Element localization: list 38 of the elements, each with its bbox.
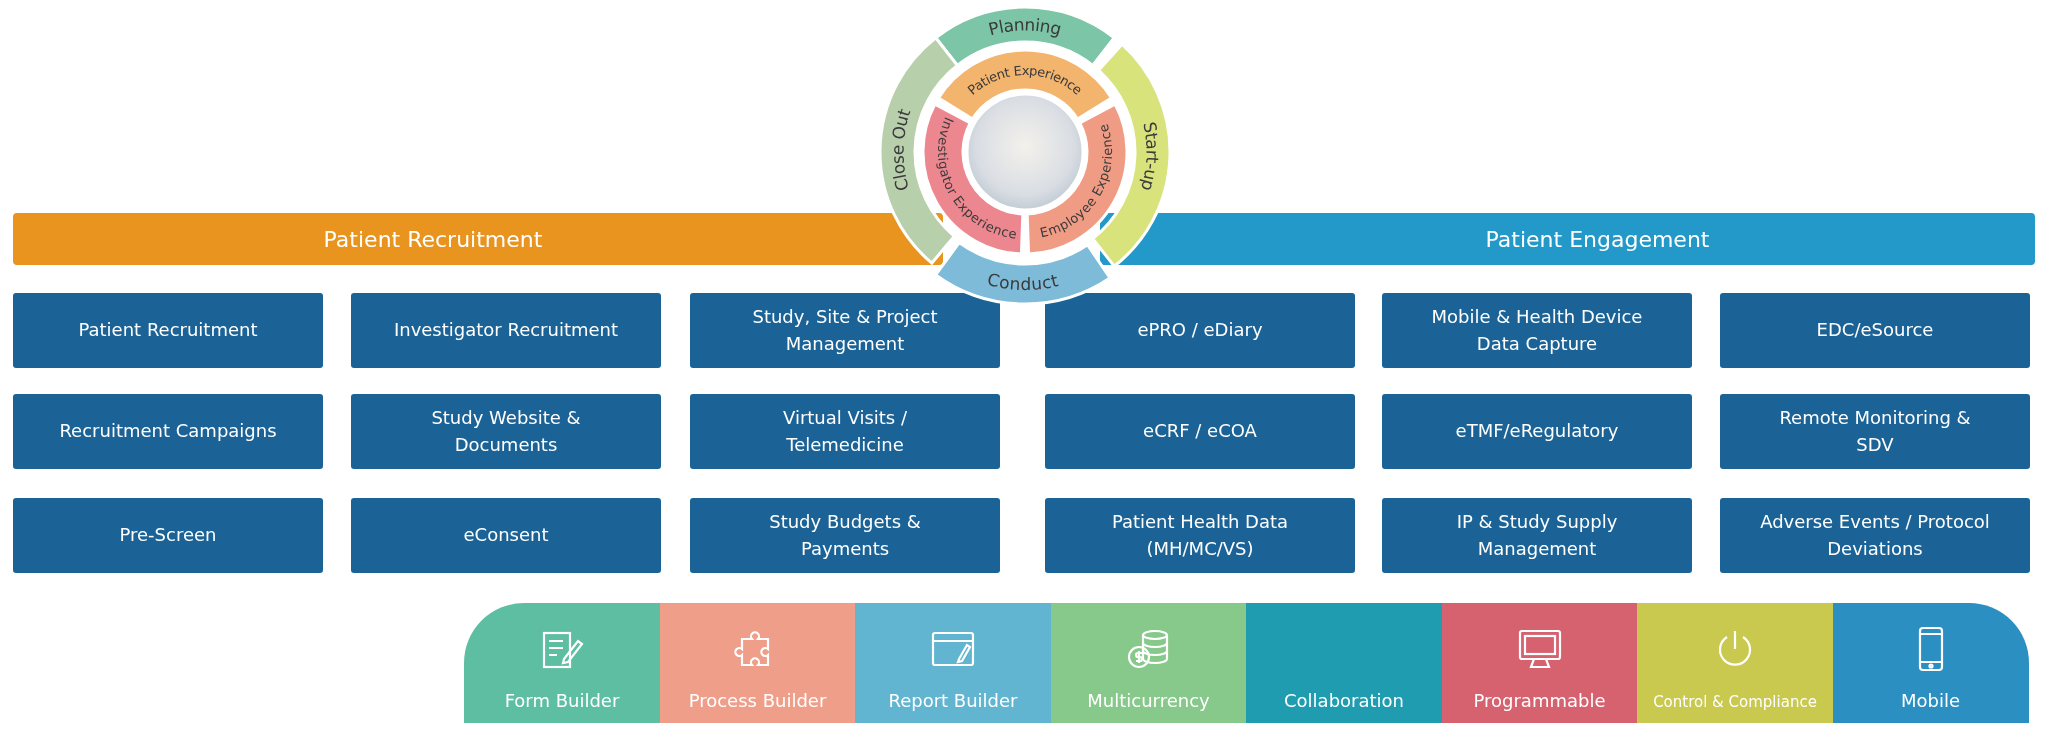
- feature-box: Investigator Recruitment: [351, 293, 661, 368]
- feature-box: Remote Monitoring & SDV: [1720, 394, 2030, 469]
- feature-box: Patient Recruitment: [13, 293, 323, 368]
- tile-label: Form Builder: [503, 690, 621, 711]
- tile-label: Process Builder: [687, 690, 828, 711]
- tile-label: Programmable: [1472, 690, 1607, 711]
- section-banner: Patient Recruitment: [13, 213, 943, 265]
- feature-box: Study, Site & Project Management: [690, 293, 1000, 368]
- feature-box: Study Budgets & Payments: [690, 498, 1000, 573]
- feature-box: Recruitment Campaigns: [13, 394, 323, 469]
- feature-box: Adverse Events / Protocol Deviations: [1720, 498, 2030, 573]
- segment-label: Planning: [986, 14, 1064, 40]
- feature-tile: [1441, 603, 1638, 723]
- feature-tile: [464, 603, 660, 723]
- feature-box: Study Website & Documents: [351, 394, 661, 469]
- feature-box: eTMF/eRegulatory: [1382, 394, 1692, 469]
- feature-tile: [659, 603, 856, 723]
- feature-box: Mobile & Health Device Data Capture: [1382, 293, 1692, 368]
- feature-box: eCRF / eCOA: [1045, 394, 1355, 469]
- feature-tile: [1637, 603, 1833, 723]
- feature-tile: [1832, 603, 2029, 723]
- tile-label: Multicurrency: [1086, 690, 1211, 711]
- feature-box: Virtual Visits / Telemedicine: [690, 394, 1000, 469]
- feature-box: Patient Health Data (MH/MC/VS): [1045, 498, 1355, 573]
- feature-box: EDC/eSource: [1720, 293, 2030, 368]
- feature-box: IP & Study Supply Management: [1382, 498, 1692, 573]
- section-banner: Patient Engagement: [1100, 213, 2035, 265]
- feature-tile: [1246, 603, 1442, 723]
- feature-tile: [855, 603, 1051, 723]
- tile-label: Report Builder: [887, 690, 1019, 711]
- feature-box: ePRO / eDiary: [1045, 293, 1355, 368]
- feature-box: Pre-Screen: [13, 498, 323, 573]
- feature-box: eConsent: [351, 498, 661, 573]
- tile-label: Collaboration: [1283, 690, 1405, 711]
- segment-label: Conduct: [985, 269, 1060, 295]
- tile-label: Mobile: [1899, 690, 1961, 711]
- tile-label: Control & Compliance: [1652, 693, 1818, 711]
- feature-tile: [1050, 603, 1247, 723]
